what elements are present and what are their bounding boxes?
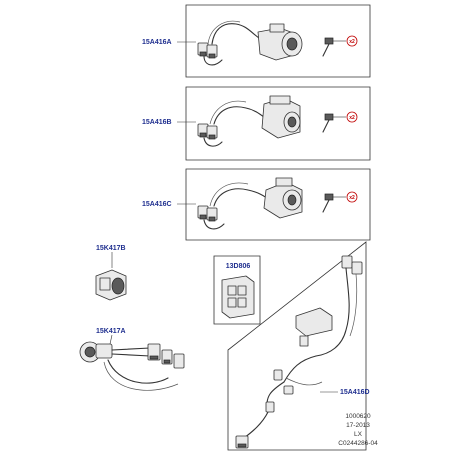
screw-c: [322, 193, 334, 213]
quantity-mark-a: x2: [349, 39, 355, 45]
label-15a416b: 15A416B: [142, 119, 172, 126]
harness-15k417a: [79, 341, 185, 391]
quantity-mark-c: x2: [349, 195, 355, 201]
control-module: [221, 275, 255, 319]
quantity-mark-b: x2: [349, 115, 355, 121]
quantity-badge-c: [346, 191, 358, 203]
connector-15k417b: [95, 269, 127, 301]
main-harness: [235, 255, 363, 449]
quantity-badge-b: [346, 111, 358, 123]
panel-15a416c: x2 15A416C: [142, 168, 371, 241]
panel-13d806: 13D806: [213, 255, 261, 325]
plug-cluster-b: [197, 123, 218, 140]
plug-cluster-c: [197, 205, 218, 222]
plug-cluster-a: [197, 42, 218, 59]
label-13d806: 13D806: [226, 263, 251, 270]
label-15a416a: 15A416A: [142, 39, 172, 46]
label-15a416d: 15A416D: [340, 389, 370, 396]
drawing-ref-line1: 1000620: [345, 413, 371, 420]
group-15k417a: 15K417A: [79, 328, 185, 391]
trailer-socket-c: [263, 177, 303, 219]
panel-15a416b: x2 15A416B: [142, 86, 371, 161]
drawing-ref-line4: C0244286-04: [338, 440, 378, 447]
label-15k417a: 15K417A: [96, 328, 126, 335]
drawing-reference: 1000620 17-2013 LX C0244286-04: [338, 413, 378, 447]
drawing-ref-line2: 17-2013: [346, 422, 370, 429]
trailer-socket-a: [257, 23, 303, 61]
screw-a: [322, 37, 334, 57]
trailer-socket-b: [261, 95, 301, 139]
label-15a416c: 15A416C: [142, 201, 172, 208]
label-15k417b: 15K417B: [96, 245, 126, 252]
quantity-badge-a: [346, 35, 358, 47]
drawing-ref-line3: LX: [354, 431, 363, 438]
panel-15a416a: x2 15A416A: [142, 4, 371, 78]
screw-b: [322, 113, 334, 133]
group-15k417b: 15K417B: [95, 245, 127, 301]
panel-15a416d: 15A416D: [227, 241, 370, 451]
